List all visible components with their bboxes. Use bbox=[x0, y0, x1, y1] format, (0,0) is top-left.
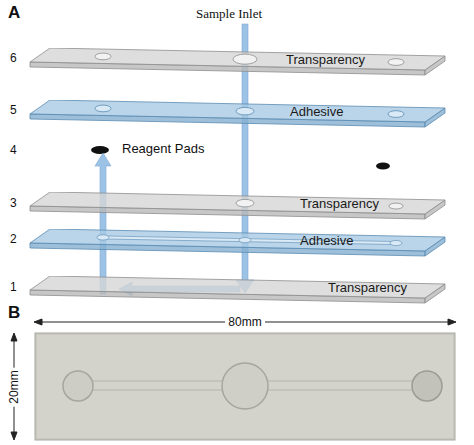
layer-label: Adhesive bbox=[300, 233, 353, 248]
layer-label: Transparency bbox=[300, 196, 379, 211]
adhesive-layer: Adhesive bbox=[28, 229, 450, 259]
panel-letter: A bbox=[8, 3, 20, 22]
layer-number: 1 bbox=[10, 280, 17, 294]
dimension-label: 80mm bbox=[225, 315, 264, 329]
dimension-label: 20mm bbox=[7, 367, 21, 406]
device-photo bbox=[35, 333, 455, 440]
reagent-pad bbox=[376, 163, 390, 170]
transparency-layer: Transparency bbox=[28, 276, 450, 306]
adhesive-layer: Adhesive bbox=[28, 100, 450, 130]
layer-outline bbox=[28, 192, 450, 222]
transparency-layer: Transparency bbox=[28, 192, 450, 222]
layer-label: Transparency bbox=[328, 280, 407, 295]
part-label: Reagent Pads bbox=[122, 141, 204, 156]
layer-outline bbox=[28, 100, 450, 130]
layer-outline bbox=[28, 229, 450, 259]
transparency-layer: Transparency bbox=[28, 48, 450, 78]
layer-number: 5 bbox=[10, 103, 17, 117]
flow-label: Sample Inlet bbox=[196, 6, 262, 21]
layer-label: Transparency bbox=[286, 52, 365, 67]
layer-label: Adhesive bbox=[290, 104, 343, 119]
layer-number: 2 bbox=[10, 232, 17, 246]
layer-number: 4 bbox=[10, 143, 17, 157]
layer-number: 6 bbox=[10, 51, 17, 65]
layer-number: 3 bbox=[10, 196, 17, 210]
layer-outline bbox=[28, 48, 450, 78]
panel-letter: B bbox=[8, 303, 20, 322]
reagent-pad bbox=[91, 146, 109, 154]
